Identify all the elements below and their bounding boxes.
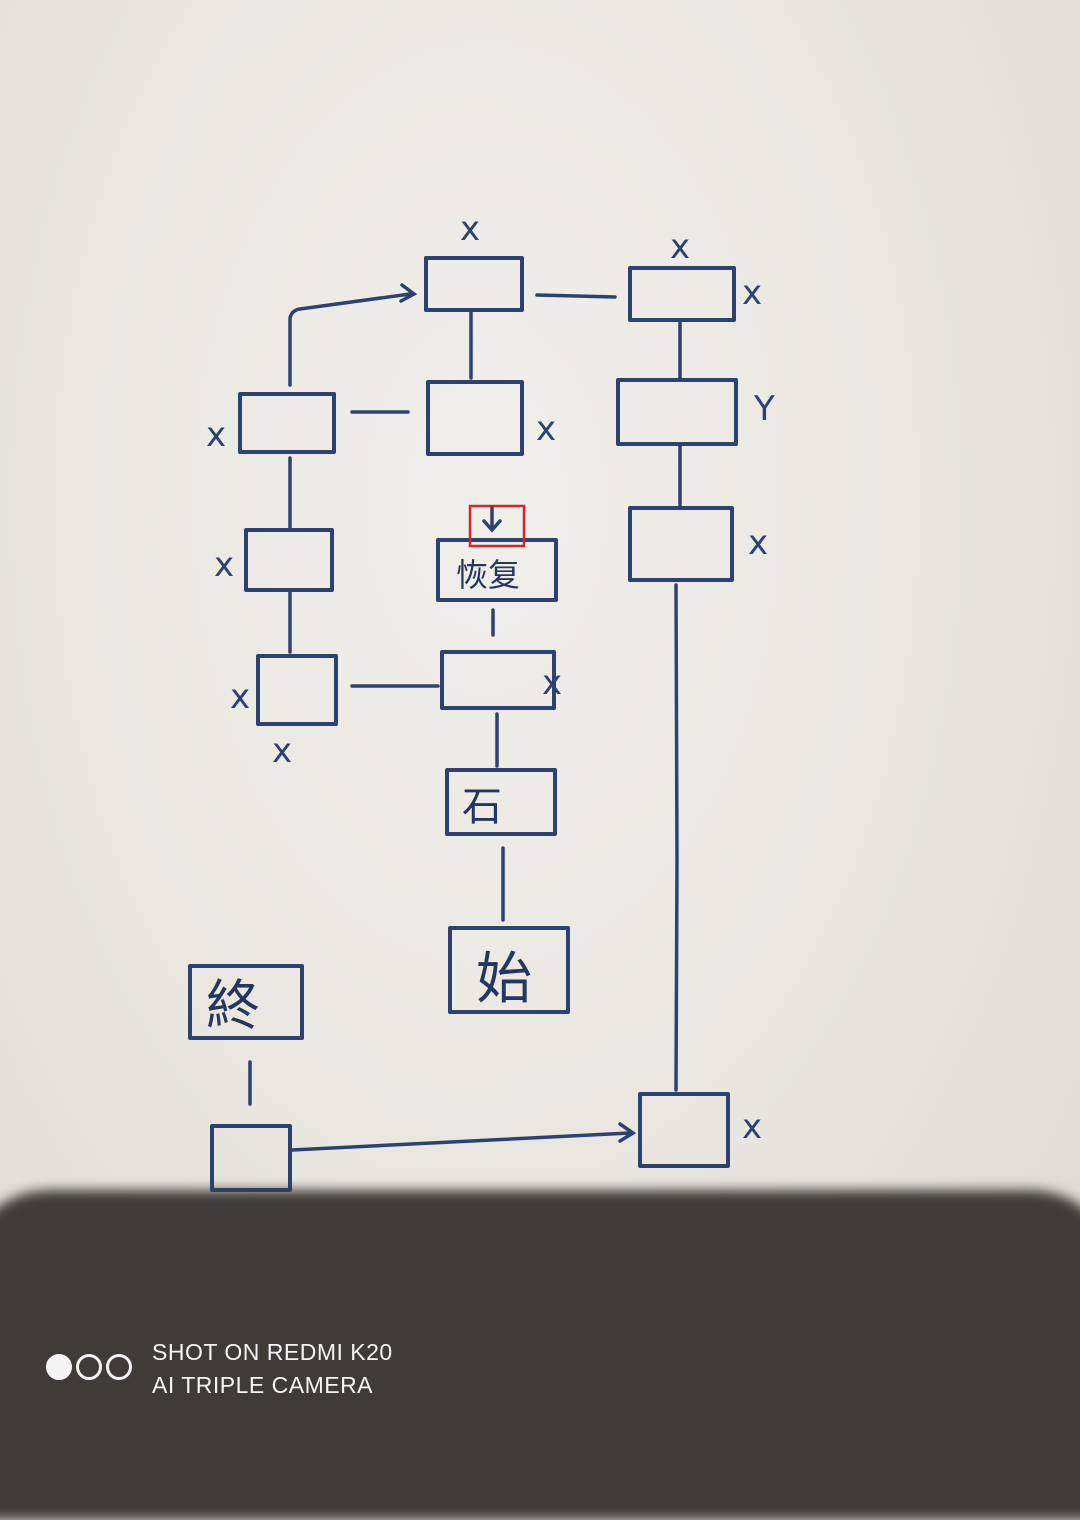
watermark-line-1: SHOT ON REDMI K20: [152, 1339, 393, 1365]
connector-bottom-left-to-bottom-right: [290, 1131, 632, 1152]
arrowhead-top-middle: [399, 283, 418, 303]
box-left-r4: [256, 654, 338, 726]
watermark-text: SHOT ON REDMI K20 AI TRIPLE CAMERA: [152, 1336, 393, 1402]
box-left-r2: [238, 392, 336, 454]
cross-mark-middle-r4: x: [542, 663, 562, 703]
cross-mark-right-r2: Y: [753, 389, 775, 429]
box-top-middle: [424, 256, 524, 312]
label-start: 始: [476, 947, 532, 1012]
label-end: 終: [206, 974, 260, 1037]
cross-mark-left-r4-side: x: [230, 677, 250, 717]
box-start: [448, 926, 570, 1014]
cross-mark-middle-r2: x: [536, 409, 556, 449]
red-insert-mark: [468, 504, 526, 548]
cross-mark-bottom-right-side: x: [742, 1107, 762, 1147]
cross-mark-right-r3: x: [748, 523, 768, 563]
arrow-to-top-middle: [288, 292, 412, 387]
box-right-r3: [628, 506, 734, 582]
flowchart-diagram: x x x x x Y x x x x x x x 恢复 石 始 終: [188, 209, 775, 1243]
connector-top-middle-to-top-right: [535, 293, 617, 299]
watermark-line-2: AI TRIPLE CAMERA: [152, 1372, 374, 1398]
box-recover: [436, 538, 558, 602]
box-bottom-right: [638, 1092, 730, 1168]
red-mark-arrow: [482, 506, 502, 533]
cross-mark-top-right-above: x: [670, 227, 690, 267]
box-right-r2: [616, 378, 738, 446]
cross-mark-left-r3: x: [214, 545, 234, 585]
box-middle-r2: [426, 380, 524, 456]
box-middle-r4: [440, 650, 556, 710]
cross-mark-left-r4-below: x: [272, 731, 292, 771]
box-top-right: [628, 266, 736, 322]
box-left-r3: [244, 528, 334, 592]
cross-mark-top-right-side: x: [742, 273, 762, 313]
lens-dots-icon: [46, 1354, 136, 1384]
box-stone: [445, 768, 557, 836]
connector-right-long-vertical: [674, 583, 679, 1092]
cross-mark-top-middle: x: [460, 209, 480, 249]
label-recover: 恢复: [456, 556, 520, 594]
cross-mark-left-r2: x: [206, 415, 226, 455]
arrowhead-bottom-right: [618, 1122, 637, 1143]
box-bottom-left: [210, 1124, 292, 1192]
box-end: [188, 964, 304, 1040]
label-stone: 石: [462, 784, 502, 830]
camera-watermark: SHOT ON REDMI K20 AI TRIPLE CAMERA: [46, 1334, 393, 1404]
